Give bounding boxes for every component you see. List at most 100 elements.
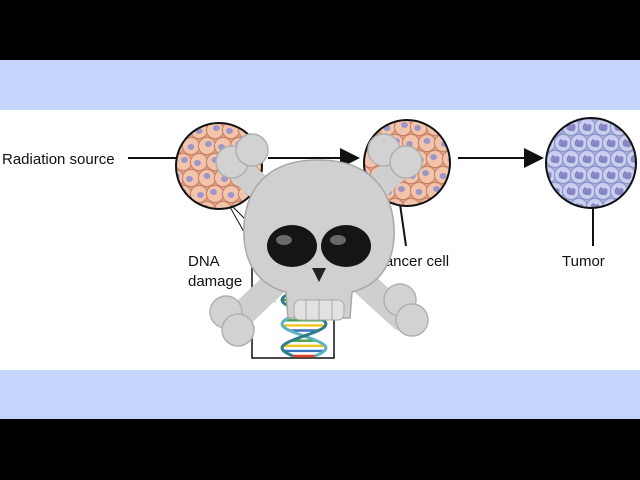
cell-nucleus xyxy=(353,125,360,131)
cell xyxy=(401,197,421,206)
cell-nucleus xyxy=(205,141,212,147)
cell xyxy=(546,118,565,137)
cell xyxy=(369,120,389,121)
cell-nucleus xyxy=(457,170,464,176)
cell xyxy=(401,120,421,121)
cell-nucleus xyxy=(268,109,275,115)
cell-nucleus xyxy=(456,106,463,112)
cell-nucleus xyxy=(438,109,445,115)
cell-nucleus xyxy=(425,202,432,206)
cell-nucleus xyxy=(398,186,405,192)
cell-nucleus xyxy=(598,155,608,164)
cell xyxy=(633,118,636,121)
cell-nucleus xyxy=(261,128,262,134)
cell xyxy=(546,197,557,208)
cell xyxy=(213,200,233,209)
cell-nucleus xyxy=(622,171,632,180)
cell-nucleus xyxy=(366,122,373,128)
cell-nucleus xyxy=(194,160,201,166)
cell xyxy=(229,123,249,124)
cell-nucleus xyxy=(414,125,421,131)
cell xyxy=(441,120,450,137)
cell-nucleus xyxy=(422,170,429,176)
cell-nucleus xyxy=(623,107,632,115)
cell-nucleus xyxy=(558,139,568,148)
cell xyxy=(245,123,262,124)
cell xyxy=(601,197,621,208)
cell xyxy=(433,197,450,206)
cell xyxy=(553,118,573,121)
cell xyxy=(625,118,636,137)
cell xyxy=(181,123,201,124)
cell-nucleus xyxy=(550,123,560,132)
cell-nucleus xyxy=(226,128,233,134)
cell-nucleus xyxy=(446,189,450,195)
cell-nucleus xyxy=(582,123,592,132)
cell xyxy=(441,149,450,169)
cell-nucleus xyxy=(447,157,450,163)
cell xyxy=(546,181,549,201)
cell xyxy=(617,118,636,121)
bottom-band xyxy=(0,370,640,419)
cell-nucleus xyxy=(590,139,600,148)
cell xyxy=(553,197,573,208)
cell xyxy=(601,118,621,121)
cell-nucleus xyxy=(237,205,244,209)
cell-nucleus xyxy=(202,109,209,115)
tumor-label: Tumor xyxy=(562,253,605,270)
cell xyxy=(449,120,450,121)
cell-nucleus xyxy=(558,171,568,180)
cell-nucleus xyxy=(566,187,576,196)
cell-nucleus xyxy=(598,187,608,196)
cell-nucleus xyxy=(189,112,196,118)
cell-nucleus xyxy=(558,203,568,208)
cell-nucleus xyxy=(431,122,439,128)
cell xyxy=(364,120,373,121)
cell xyxy=(633,197,636,208)
cell-nucleus xyxy=(162,192,169,198)
cell-nucleus xyxy=(582,187,592,196)
cell-nucleus xyxy=(622,139,632,148)
dna-backbone-strand xyxy=(280,286,328,358)
cell xyxy=(433,120,450,121)
cell-nucleus xyxy=(591,107,600,115)
cell-nucleus xyxy=(606,139,616,148)
cell-nucleus xyxy=(220,112,227,118)
cell xyxy=(449,165,450,185)
cell xyxy=(546,133,557,153)
cell-nucleus xyxy=(227,192,235,198)
cell-nucleus xyxy=(559,107,568,115)
cell-nucleus xyxy=(582,155,592,164)
top-band xyxy=(0,60,640,110)
cell-nucleus xyxy=(590,171,600,180)
cell-nucleus xyxy=(176,205,179,209)
cell xyxy=(176,184,177,204)
cell-nucleus xyxy=(164,160,171,166)
cell-nucleus xyxy=(425,106,432,112)
cell-nucleus xyxy=(546,203,552,208)
cell-nucleus xyxy=(250,112,257,118)
cell-nucleus xyxy=(454,138,461,144)
cell-nucleus xyxy=(574,171,584,180)
radiation-source-label: Radiation source xyxy=(2,151,115,168)
cell-nucleus xyxy=(377,109,384,115)
cell xyxy=(213,123,233,124)
cell-nucleus xyxy=(550,155,560,164)
cell-nucleus xyxy=(401,122,408,128)
cell-nucleus xyxy=(630,187,636,196)
cell-nucleus xyxy=(535,187,544,195)
cell-nucleus xyxy=(176,141,177,147)
cell-nucleus xyxy=(449,125,450,131)
cell xyxy=(385,120,405,121)
cell xyxy=(197,123,217,124)
cell-nucleus xyxy=(189,208,196,209)
cell-nucleus xyxy=(430,154,437,160)
cell-nucleus xyxy=(186,176,193,182)
cell-nucleus xyxy=(203,173,211,179)
cell-nucleus xyxy=(197,192,204,198)
cell xyxy=(176,200,185,209)
cell-nucleus xyxy=(606,171,616,180)
cell xyxy=(546,118,549,137)
cell xyxy=(417,120,437,121)
cell-nucleus xyxy=(574,139,584,148)
